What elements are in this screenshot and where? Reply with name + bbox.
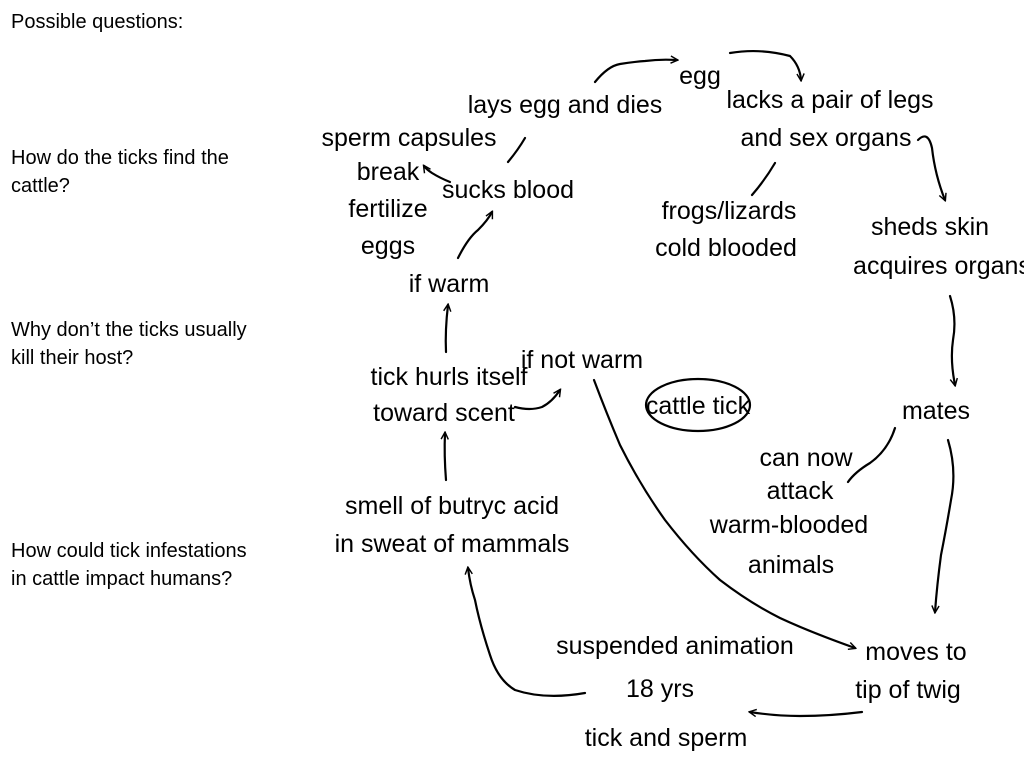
label-sperm-4: eggs [361,232,415,260]
label-can-attack-4: animals [748,551,834,579]
label-hurls-2: toward scent [373,399,515,427]
arrow-if-not-warm-to-moves-twig [592,378,855,648]
label-sheds-skin-2: acquires organs [853,252,1024,280]
arrow-egg-to-lacks-legs [728,49,801,80]
label-smell-1: smell of butryc acid [345,492,559,520]
label-lacks-legs-1: lacks a pair of legs [726,86,933,114]
line-sucks-to-lays [506,136,527,164]
label-frogs-1: frogs/lizards [662,197,797,225]
arrow-if-warm-to-sucks-blood [456,212,492,260]
label-sucks-blood: sucks blood [442,176,574,204]
arrow-sucks-to-sperm [424,166,452,184]
arrow-smell-to-hurls [445,433,446,482]
label-sperm-3: fertilize [348,195,427,223]
question-not-kill-host: Why don’t the ticks usually kill their h… [11,319,247,369]
label-mates: mates [902,397,970,425]
line-lacks-to-frogs [750,161,777,197]
arrow-hurls-to-if-warm [446,305,448,354]
label-smell-2: in sweat of mammals [335,530,570,558]
label-if-not-warm: if not warm [521,346,643,374]
label-suspended-1: suspended animation [556,632,794,660]
arrow-lacks-to-sheds-skin [916,135,945,200]
label-sperm-2: break [357,158,420,186]
label-egg: egg [679,62,721,90]
label-frogs-2: cold blooded [655,234,797,262]
label-moves-twig-1: moves to [865,638,966,666]
arrow-hurls-to-if-not-warm [513,390,560,411]
center-label: cattle tick [646,392,751,420]
question-impact-humans: How could tick infestations in cattle im… [11,540,247,590]
arrow-mates-to-moves-twig [935,438,955,612]
label-hurls-1: tick hurls itself [371,363,528,391]
question-find-cattle: How do the ticks find the cattle? [11,147,229,197]
label-can-attack-3: warm-blooded [709,511,868,539]
label-can-attack-2: attack [767,477,834,505]
label-suspended-2: 18 yrs [626,675,694,703]
arrow-moves-twig-to-suspended [750,712,864,716]
line-mates-to-can-attack [846,426,897,484]
arrow-suspended-to-smell [468,568,587,697]
arrow-lays-to-egg [593,60,677,84]
center-ellipse [644,377,752,433]
label-lacks-legs-2: and sex organs [741,124,912,152]
label-lays-egg: lays egg and dies [468,91,663,119]
label-sheds-skin-1: sheds skin [871,213,989,241]
arrow-sheds-to-mates [948,294,955,385]
label-sperm-1: sperm capsules [321,124,496,152]
label-if-warm: if warm [409,270,490,298]
questions-heading: Possible questions: [11,11,184,33]
label-moves-twig-2: tip of twig [855,676,961,704]
label-suspended-3: tick and sperm [585,724,748,752]
label-can-attack-1: can now [759,444,853,472]
